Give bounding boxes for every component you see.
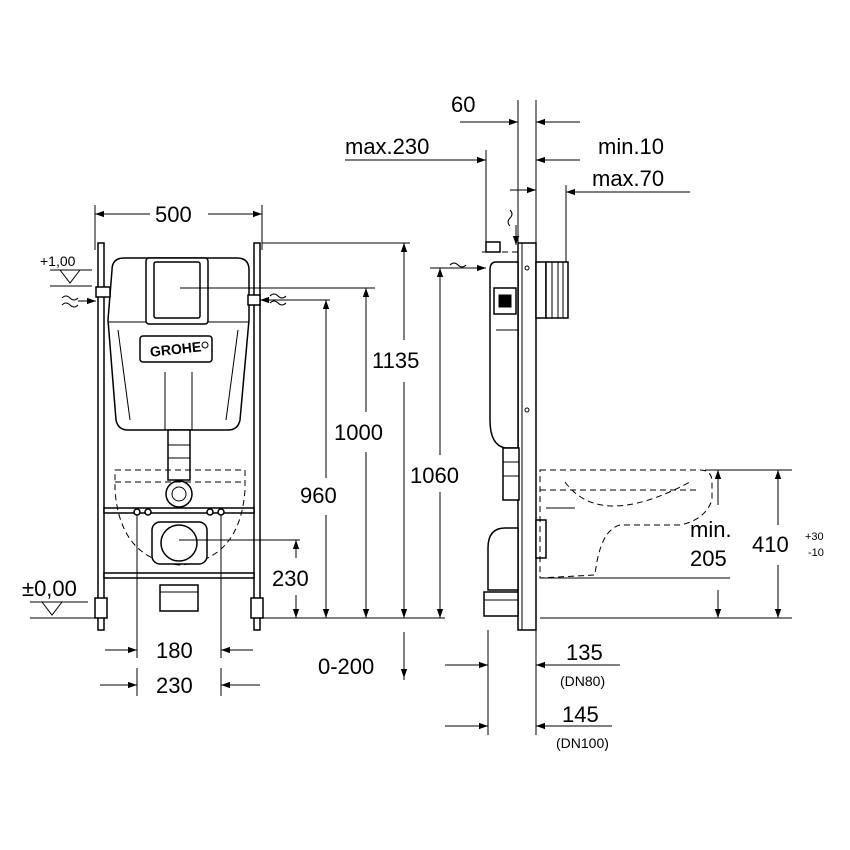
dim-min-label: min. — [690, 517, 732, 542]
side-view: 60 max.230 min.10 max.70 1060 min. 205 4… — [345, 92, 824, 751]
dim-max-70: max.70 — [592, 166, 664, 191]
frame-upright-left — [97, 242, 105, 631]
level-top-mark: +1,00 — [40, 253, 96, 308]
dim-135: 135 — [566, 640, 603, 665]
brand-logo: GROHE — [149, 338, 202, 359]
dim-dn80: (DN80) — [560, 673, 605, 689]
flush-pipe — [167, 429, 191, 481]
dim-min-10: min.10 — [598, 134, 664, 159]
waste-outlet — [160, 524, 198, 562]
frame-upright-right — [253, 242, 261, 631]
svg-text:±0,00: ±0,00 — [22, 576, 77, 601]
dim-1135: 1135 — [372, 348, 419, 373]
dim-max-230: max.230 — [345, 134, 429, 159]
side-wc-outline — [539, 469, 713, 579]
dim-1000: 1000 — [334, 420, 383, 445]
waste-pipe — [159, 584, 199, 612]
dim-min-205: 205 — [690, 546, 727, 571]
flush-outlet — [165, 480, 193, 508]
dim-410-tol-minus: -10 — [808, 547, 824, 559]
frame-foot-right — [250, 597, 264, 619]
dim-410: 410 — [752, 532, 789, 557]
dim-230-horizontal: 230 — [156, 673, 193, 698]
level-zero-mark: ±0,00 — [22, 576, 95, 619]
frame-crossbar — [103, 507, 255, 514]
svg-text:+1,00: +1,00 — [40, 253, 76, 269]
dim-500: 500 — [155, 202, 192, 227]
side-waste-bend — [487, 527, 519, 591]
side-actuator — [535, 261, 547, 319]
logo-plate — [139, 335, 213, 363]
wc-bowl-outline — [114, 469, 246, 566]
dim-0-200: 0-200 — [318, 654, 374, 679]
frame-foot-left — [94, 597, 108, 619]
dim-410-tol-plus: +30 — [805, 531, 824, 543]
dim-60: 60 — [451, 92, 475, 117]
dim-dn100: (DN100) — [556, 735, 609, 751]
dim-145: 145 — [562, 702, 599, 727]
side-flush-pipe — [502, 447, 520, 501]
dim-960: 960 — [300, 483, 337, 508]
dim-1060: 1060 — [410, 463, 459, 488]
dim-230-vertical: 230 — [272, 566, 309, 591]
flush-plate-inner — [153, 261, 201, 319]
frame-crossbar-lower — [103, 572, 255, 579]
side-frame-upright — [517, 242, 537, 631]
front-view: GROHE +1,00 — [22, 202, 445, 698]
dim-180: 180 — [156, 638, 193, 663]
